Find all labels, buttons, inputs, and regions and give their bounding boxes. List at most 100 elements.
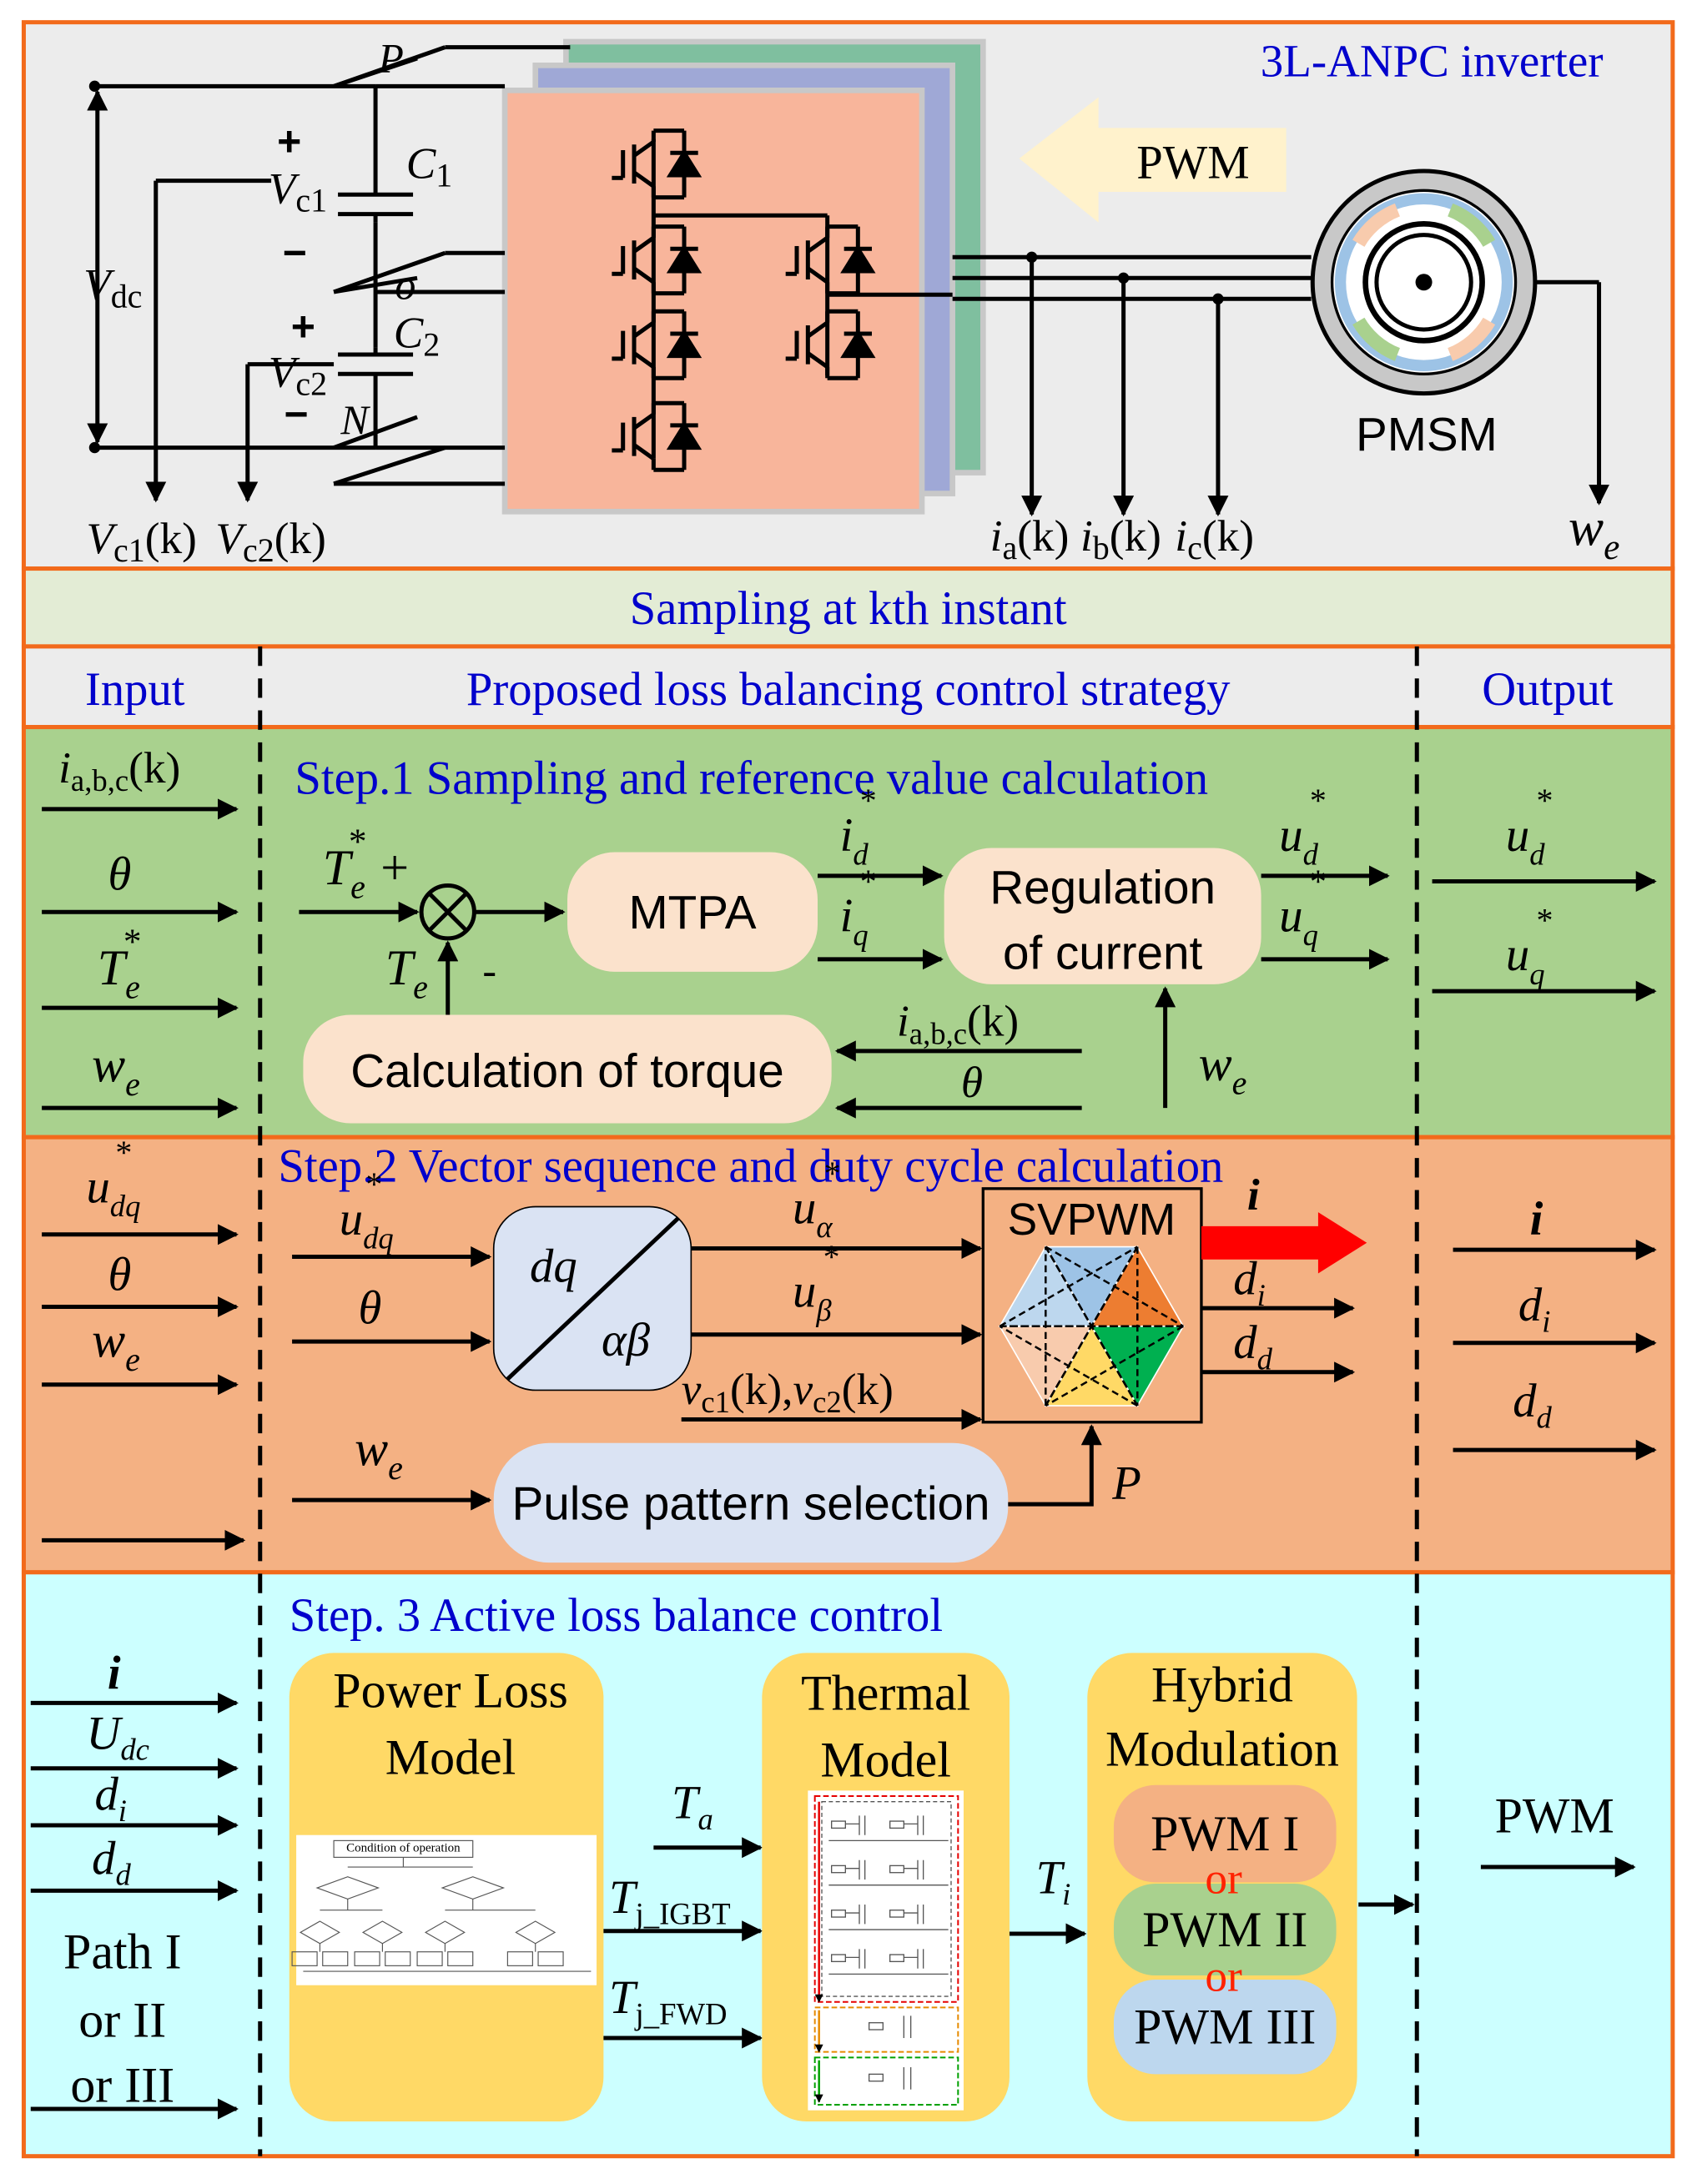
vc2k-label: Vc2(k) (215, 513, 326, 569)
hybrid-label-2: Modulation (1105, 1721, 1339, 1776)
dd-label: dd (1233, 1317, 1272, 1376)
step1-input-te: Te* (98, 922, 142, 1005)
igbt-switch-icon (785, 224, 876, 296)
regulation-label-2: of current (1003, 928, 1203, 980)
mtpa-block (567, 852, 818, 972)
path-label-2: or II (78, 1992, 166, 2047)
step2-input-theta: θ (108, 1249, 132, 1301)
ta-label: Ta (672, 1778, 713, 1836)
step1-title: Step.1 Sampling and reference value calc… (295, 753, 1208, 805)
inverter-circuit: 3L-ANPC inverter PWM (83, 35, 1619, 570)
minus-sign: - (482, 947, 496, 994)
flowchart-top-label: Condition of operation (346, 1842, 461, 1855)
step3-title: Step. 3 Active loss balance control (290, 1590, 943, 1642)
vdc-label: Vdc (83, 259, 142, 315)
pmsm-label: PMSM (1356, 409, 1498, 461)
c2-label: C2 (394, 308, 441, 364)
flowchart-thumbnail: Condition of operation (291, 1834, 597, 1985)
phase-leg-a (501, 87, 925, 515)
ti-label: Ti (1036, 1853, 1071, 1911)
path-label-1: Path I (63, 1925, 182, 1980)
thermal-network-thumbnail (808, 1790, 964, 2111)
step3-output-pwm: PWM (1495, 1788, 1614, 1843)
step2-group: Step.2 Vector sequence and duty cycle ca… (42, 1134, 1657, 1563)
vc1k-label: Vc1(k) (86, 513, 197, 569)
current-regulation-block (944, 848, 1261, 984)
step3-input-di: di (94, 1769, 127, 1828)
header-input: Input (85, 664, 185, 716)
we-step2-label: we (355, 1421, 403, 1487)
ubeta-label: uβ* (793, 1238, 840, 1327)
vc2-plus: + (291, 303, 315, 350)
step2-input-we: we (92, 1312, 140, 1378)
pwm-label: PWM (1136, 137, 1249, 189)
te-feedback-label: Te (385, 940, 428, 1006)
node-o: o (395, 261, 415, 308)
pulse-pattern-block (493, 1442, 1009, 1563)
iabc-feedback-label: ia,b,c(k) (897, 996, 1019, 1051)
red-i-arrow (1201, 1212, 1367, 1274)
pwm2-label: PWM II (1142, 1902, 1307, 1957)
step1-output-uq: uq* (1506, 902, 1553, 991)
pwm2-block (1113, 1884, 1337, 1976)
ab-label: αβ (602, 1315, 651, 1366)
pwm-arrow (1019, 97, 1287, 223)
igbt-switch-icon (612, 224, 702, 296)
ualpha-label: uα* (793, 1155, 841, 1244)
or-label-2: or (1205, 1950, 1242, 2000)
ib-label: ib(k) (1080, 511, 1161, 566)
svpwm-hexagon (998, 1245, 1185, 1407)
or-label-1: or (1205, 1854, 1242, 1904)
c1-label: C1 (406, 138, 453, 194)
ia-label: ia(k) (990, 511, 1070, 566)
vc1-minus: − (283, 229, 307, 276)
uq-ref-label: uq* (1279, 863, 1327, 952)
pwm3-block (1113, 1980, 1337, 2075)
header-output: Output (1482, 664, 1614, 716)
igbt-switch-icon (612, 400, 702, 472)
sampling-label: Sampling at kth instant (630, 583, 1067, 635)
igbt-switch-icon (612, 128, 702, 200)
iq-ref-label: iq* (840, 863, 877, 952)
svpwm-i-label: i (1247, 1170, 1260, 1220)
step1-input-theta: θ (108, 849, 132, 901)
we-step1-label: we (1199, 1036, 1247, 1102)
torque-calc-label: Calculation of torque (350, 1045, 784, 1098)
vck-label: vc1(k),vc2(k) (682, 1364, 894, 1419)
step1-input-iabc: ia,b,c(k) (58, 742, 180, 798)
step3-group: Step. 3 Active loss balance control i Ud… (30, 1590, 1636, 2122)
pwm3-label: PWM III (1134, 2000, 1316, 2055)
torque-calc-block (303, 1014, 832, 1124)
step1-section (21, 725, 1675, 1140)
we-output-label: we (1569, 498, 1619, 567)
step3-input-i: i (108, 1648, 121, 1700)
step3-input-udc: Udc (86, 1708, 149, 1766)
thermal-label-1: Thermal (801, 1666, 970, 1721)
dq-label: dq (530, 1240, 577, 1292)
regulation-label-1: Regulation (989, 862, 1216, 914)
power-loss-label-2: Model (385, 1729, 516, 1784)
power-loss-label-1: Power Loss (333, 1663, 568, 1718)
step1-input-we: we (92, 1038, 140, 1104)
theta-feedback-label: θ (961, 1057, 983, 1107)
hybrid-label-1: Hybrid (1151, 1658, 1293, 1713)
step3-input-dd: dd (92, 1833, 131, 1891)
thermal-label-2: Model (820, 1733, 951, 1788)
udq-label: udq* (340, 1165, 394, 1255)
step2-output-i: i (1530, 1194, 1543, 1245)
pulse-pattern-label: Pulse pattern selection (511, 1477, 989, 1530)
path-label-3: or III (70, 2058, 174, 2113)
id-ref-label: id* (840, 782, 877, 871)
step2-title: Step.2 Vector sequence and duty cycle ca… (278, 1140, 1223, 1192)
igbt-switch-icon (612, 309, 702, 380)
node-n: N (340, 396, 370, 443)
sampling-bar (21, 566, 1675, 649)
tj-fwd-label: Tj_FWD (609, 1972, 727, 2031)
mtpa-label: MTPA (628, 887, 756, 939)
svpwm-label: SVPWM (1008, 1195, 1176, 1245)
te-ref-label: Te*+ (323, 822, 409, 905)
pmsm-motor (1310, 169, 1538, 396)
step2-output-di: di (1518, 1280, 1551, 1338)
step2-input-udq: udq* (86, 1134, 140, 1223)
ud-ref-label: ud* (1279, 782, 1327, 871)
